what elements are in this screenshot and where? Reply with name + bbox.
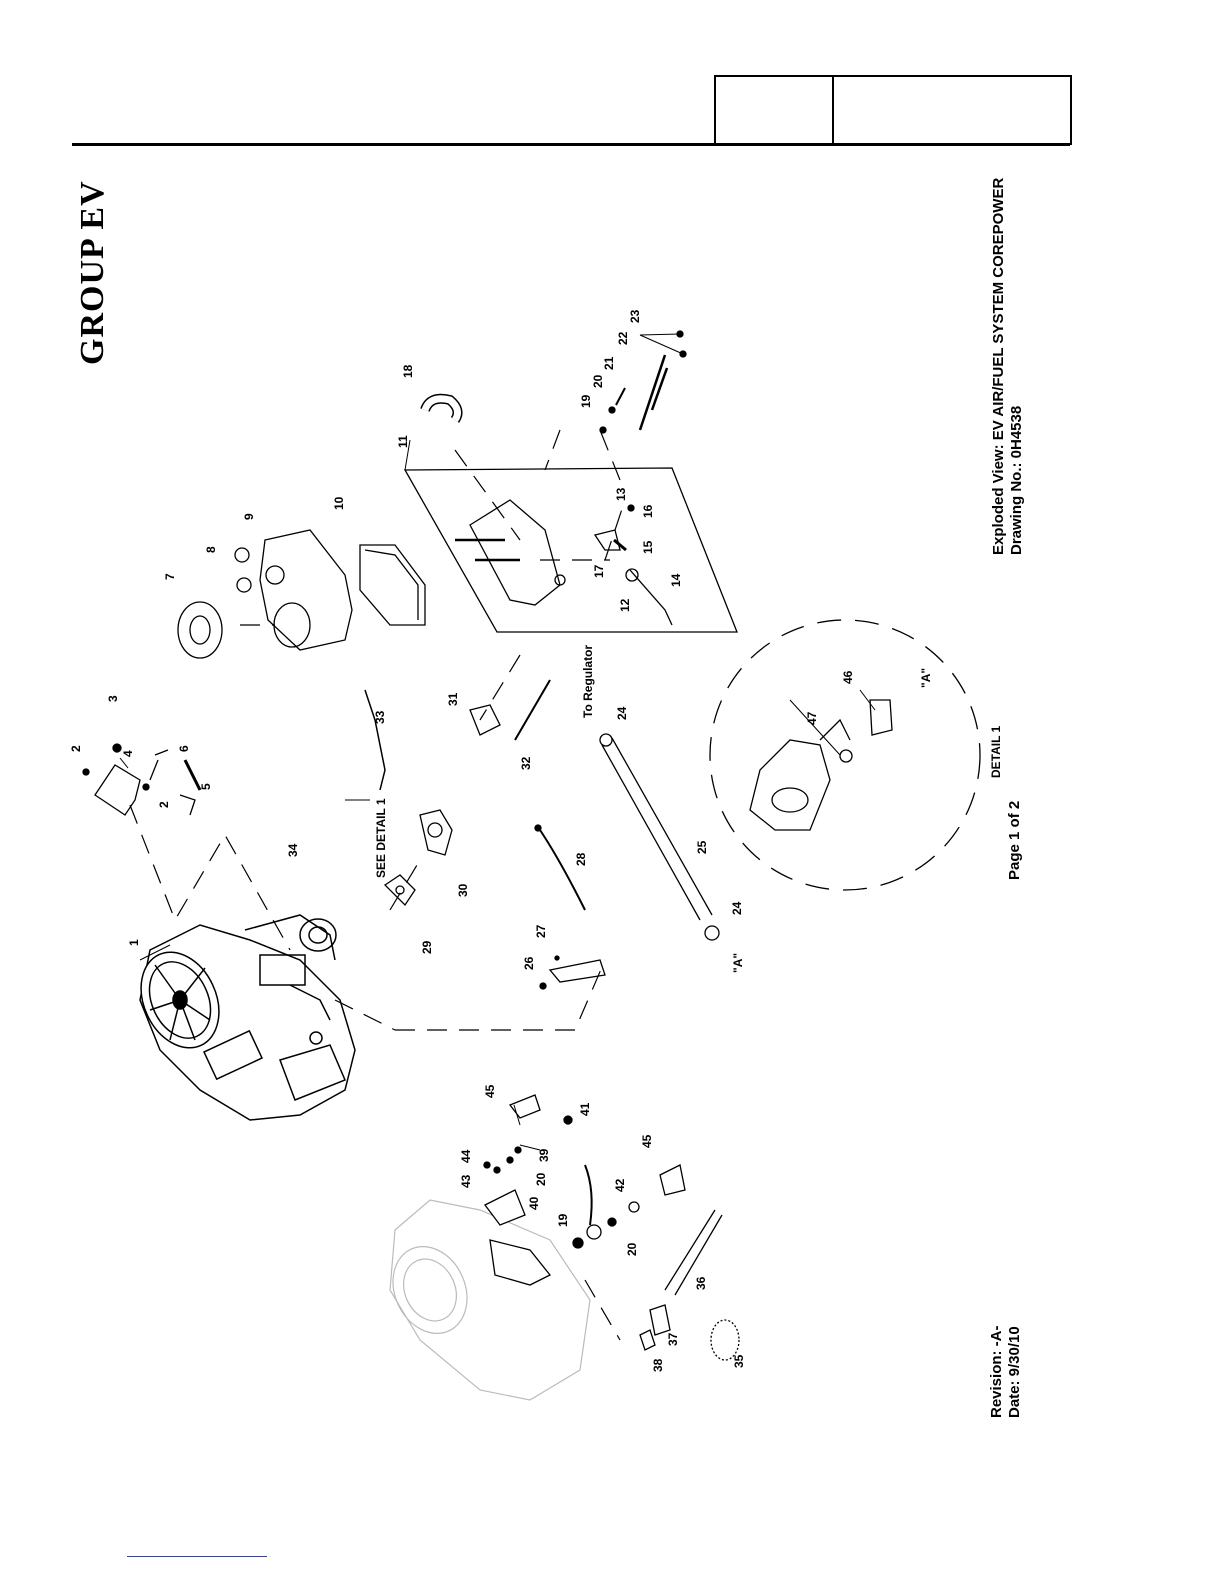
callout-28: 28 — [574, 852, 588, 866]
callout-40: 40 — [527, 1196, 541, 1210]
callout-25: 25 — [695, 840, 709, 854]
callout-17: 17 — [592, 564, 606, 578]
engine-drawing — [139, 914, 356, 1121]
callout-24b: 24 — [730, 901, 744, 915]
air-filter-assembly — [177, 529, 426, 659]
callout-5: 5 — [199, 783, 213, 790]
callout-39: 39 — [537, 1148, 551, 1162]
callout-34: 34 — [286, 843, 300, 857]
callout-8: 8 — [204, 546, 218, 553]
ref-a-label-1: "A" — [731, 953, 745, 973]
callout-29: 29 — [420, 940, 434, 954]
callout-20: 20 — [591, 374, 605, 388]
callout-labels: 1 2 2 2 3 4 5 6 7 8 9 10 11 12 13 14 15 … — [69, 309, 1003, 1372]
callout-47: 47 — [805, 711, 819, 725]
see-detail-label: SEE DETAIL 1 — [374, 798, 388, 878]
callout-45b: 45 — [640, 1134, 654, 1148]
callout-20c: 20 — [534, 1172, 548, 1186]
lower-engine-view — [389, 1199, 591, 1401]
leader-lines — [129, 429, 626, 1341]
callout-14: 14 — [669, 573, 683, 587]
callout-45a: 45 — [483, 1084, 497, 1098]
callout-26: 26 — [522, 956, 536, 970]
callout-43: 43 — [459, 1174, 473, 1188]
callout-19b: 19 — [556, 1213, 570, 1227]
callout-16: 16 — [641, 504, 655, 518]
callout-3: 3 — [106, 695, 120, 702]
hose-and-studs — [420, 330, 687, 434]
callout-38: 38 — [651, 1358, 665, 1372]
base-plate-assembly — [403, 467, 738, 633]
callout-4: 4 — [121, 750, 135, 757]
callout-2a: 2 — [69, 745, 83, 752]
callout-7: 7 — [163, 573, 177, 580]
callout-27: 27 — [534, 924, 548, 938]
detail-1 — [709, 619, 981, 891]
bracket-assembly — [82, 743, 202, 816]
detail-1-label: DETAIL 1 — [989, 725, 1003, 778]
callout-32: 32 — [519, 756, 533, 770]
callout-23: 23 — [628, 309, 642, 323]
callout-41: 41 — [578, 1102, 592, 1116]
callout-2b: 2 — [157, 801, 171, 808]
callout-15: 15 — [641, 540, 655, 554]
callout-31: 31 — [446, 692, 460, 706]
callout-37: 37 — [666, 1332, 680, 1346]
callout-20b: 20 — [625, 1242, 639, 1256]
ref-a-label-2: "A" — [919, 668, 933, 688]
header-rule — [72, 143, 1070, 146]
callout-9: 9 — [242, 513, 256, 520]
footer-link-line[interactable] — [127, 1556, 267, 1557]
callout-35: 35 — [732, 1354, 746, 1368]
solid-leaders — [119, 333, 876, 1151]
callout-12: 12 — [618, 598, 632, 612]
callout-19: 19 — [579, 394, 593, 408]
callout-30: 30 — [456, 883, 470, 897]
callout-22: 22 — [616, 331, 630, 345]
to-regulator-label: To Regulator — [581, 645, 595, 718]
callout-42: 42 — [613, 1178, 627, 1192]
callout-10: 10 — [332, 496, 346, 510]
callout-21: 21 — [602, 356, 616, 370]
callout-24a: 24 — [615, 706, 629, 720]
lower-parts — [483, 1094, 740, 1361]
carburetor-group — [364, 679, 586, 911]
callout-1: 1 — [127, 939, 141, 946]
callout-36: 36 — [694, 1276, 708, 1290]
callout-44: 44 — [459, 1149, 473, 1163]
callout-11: 11 — [396, 435, 410, 448]
callout-18: 18 — [401, 364, 415, 378]
fuel-line-group — [539, 733, 720, 990]
callout-46: 46 — [841, 670, 855, 684]
callout-13: 13 — [614, 487, 628, 501]
callout-6: 6 — [177, 745, 191, 752]
header-box-right — [832, 75, 1072, 145]
callout-33: 33 — [373, 710, 387, 724]
